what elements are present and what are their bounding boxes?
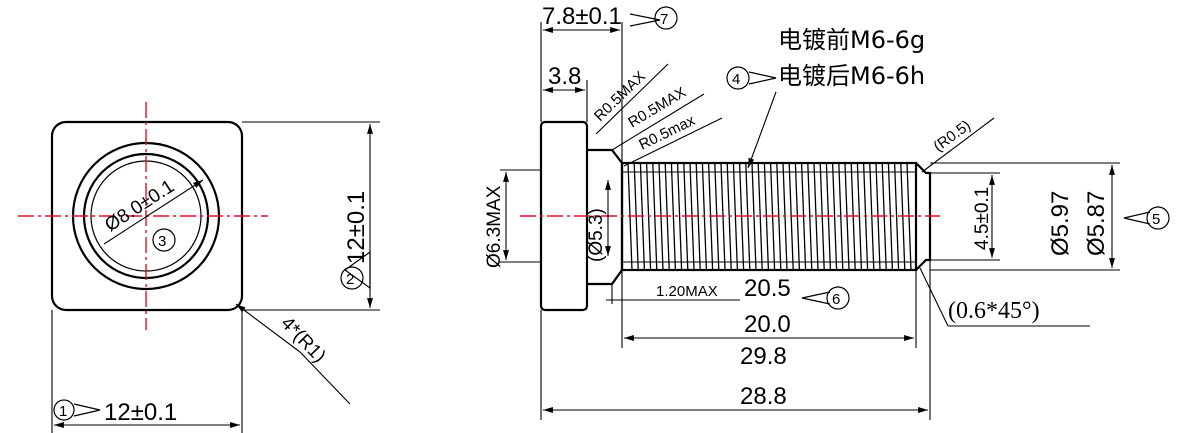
thread-line <box>670 162 677 271</box>
len-288-label: 28.8 <box>740 383 787 410</box>
balloon-4-label: 4 <box>732 71 740 88</box>
undercut-width-label: 1.20MAX <box>656 283 718 300</box>
balloon-1-flag <box>73 403 101 417</box>
balloon-3-label: 3 <box>158 233 166 250</box>
balloon-1 <box>53 399 75 421</box>
chamfer-note: (0.6*45°) <box>948 298 1040 324</box>
head-dia-label: Ø6.3MAX <box>484 185 505 268</box>
balloon-7 <box>654 6 678 30</box>
len-200-label: 20.0 <box>744 311 791 338</box>
balloon-2 <box>340 266 364 290</box>
balloon-7-flag <box>629 13 661 27</box>
thread-line <box>732 162 739 271</box>
balloon-7-label: 7 <box>660 11 668 28</box>
fillet-leader-2 <box>611 93 705 151</box>
balloon-5 <box>1146 206 1170 230</box>
balloon-6-flag <box>801 291 831 305</box>
chamfer-leader <box>919 267 949 327</box>
thread-line <box>652 162 658 271</box>
thread-line <box>838 162 844 271</box>
len-298-label: 29.8 <box>740 343 787 370</box>
dim-3-8-label: 3.8 <box>548 63 581 90</box>
corner-leader <box>235 303 301 353</box>
thread-line <box>695 162 701 271</box>
tip-dia-label: 4.5±0.1 <box>972 187 993 250</box>
thread-line <box>676 162 683 271</box>
balloon-2-label: 2 <box>346 271 354 288</box>
height-dim-label: 12±0.1 <box>343 191 370 264</box>
thread-line <box>757 162 763 271</box>
balloon-1-label: 1 <box>59 403 67 420</box>
thread-line <box>807 162 813 271</box>
fillet-leader-1 <box>595 63 669 135</box>
thread-note-after: 电镀后M6-6h <box>778 62 925 90</box>
balloon-6-label: 6 <box>832 291 840 308</box>
thread-line <box>751 162 757 271</box>
len-205-label: 20.5 <box>744 275 791 302</box>
dia-597-label: Ø5.97 <box>1047 191 1074 256</box>
thread-line <box>893 162 900 271</box>
balloon-3 <box>152 228 176 252</box>
neck-dia-label: (Ø5.3) <box>586 208 607 262</box>
thread-line <box>887 162 894 271</box>
width-dim-label: 12±0.1 <box>104 399 177 426</box>
dim-7-8-label: 7.8±0.1 <box>542 3 622 30</box>
balloon-5-flag <box>1123 211 1151 225</box>
thread-line <box>813 162 819 271</box>
balloon-4 <box>726 66 750 90</box>
thread-note-before: 电镀前M6-6g <box>778 26 925 54</box>
corner-leader-tail <box>299 351 351 405</box>
right-view: 7.8±0.1 7 3.8 R0.5MAX R0.5MAX R0.5max 电镀… <box>484 3 1170 420</box>
dia-587-label: Ø5.87 <box>1083 191 1110 256</box>
fillet-leader-3 <box>623 117 723 167</box>
balloon-5-label: 5 <box>1152 211 1160 228</box>
thread-leader <box>747 91 777 169</box>
thread-line <box>831 162 838 271</box>
bore-dim-leader <box>103 179 204 245</box>
balloon-6 <box>826 286 850 310</box>
balloon-4-flag <box>748 71 777 85</box>
bore-dim-label: Ø8.0±0.1 <box>101 176 178 236</box>
balloon-2-flag <box>343 250 371 290</box>
left-view: Ø8.0±0.1 3 12±0.1 2 1 12±0.1 4*(R1) <box>18 102 380 433</box>
